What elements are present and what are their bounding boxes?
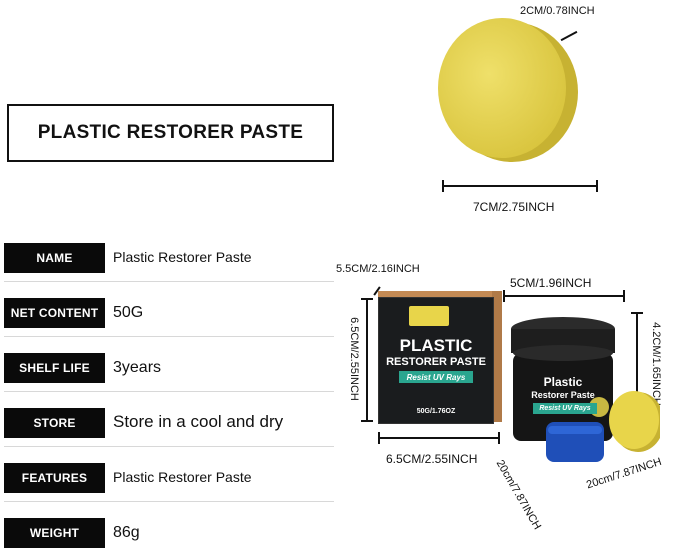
sponge-diameter-label: 7CM/2.75INCH — [473, 200, 555, 214]
spec-label-shelf-life: SHELF LIFE — [4, 353, 105, 383]
jar-width-bar — [503, 290, 625, 302]
sponge-diameter-bar — [442, 180, 598, 192]
towel-and-sponge — [546, 391, 660, 462]
box-brand-line2: RESTORER PASTE — [386, 356, 486, 368]
sponge-face — [438, 18, 566, 158]
box-width-label: 6.5CM/2.55INCH — [386, 452, 478, 466]
sponge-thickness-label: 2CM/0.78INCH — [520, 5, 595, 17]
towel-fold — [548, 426, 602, 434]
spec-divider — [4, 281, 334, 282]
product-title: PLASTIC RESTORER PASTE — [7, 104, 334, 162]
box-top — [378, 291, 492, 301]
spec-value-shelf-life: 3years — [113, 359, 162, 376]
spec-value-store: Store in a cool and dry — [113, 412, 284, 431]
jar-width-label: 5CM/1.96INCH — [510, 276, 592, 290]
spec-label-name: NAME — [4, 243, 105, 273]
spec-value-weight: 86g — [113, 524, 140, 541]
spec-label-weight: WEIGHT — [4, 518, 105, 548]
jar-body — [513, 353, 613, 441]
box-side — [492, 291, 502, 422]
accessory-sponge-face — [609, 391, 659, 449]
jar-brand-line2: Restorer Paste — [531, 390, 595, 400]
box-width-bar — [378, 432, 500, 444]
spec-value-features: Plastic Restorer Paste — [113, 469, 252, 485]
spec-value-net-content: 50G — [113, 304, 144, 321]
product-box: PLASTIC RESTORER PASTE Resist UV Rays 50… — [378, 297, 494, 424]
sponge-illustration — [438, 18, 578, 162]
box-sponge-window — [409, 306, 449, 326]
spec-divider — [4, 501, 334, 502]
jar-lid-rim — [513, 345, 613, 361]
spec-divider — [4, 446, 334, 447]
product-title-text: PLASTIC RESTORER PASTE — [37, 122, 304, 143]
spec-divider — [4, 391, 334, 392]
box-brand-line1: PLASTIC — [399, 336, 473, 355]
jar-brand-line1: Plastic — [543, 375, 583, 389]
spec-value-name: Plastic Restorer Paste — [113, 249, 252, 265]
spec-label-net-content: NET CONTENT — [4, 298, 105, 328]
spec-divider — [4, 336, 334, 337]
box-net-weight: 50G/1.76OZ — [416, 408, 456, 415]
box-height-label: 6.5CM/2.55INCH — [348, 317, 360, 401]
jar-resist-badge: Resist UV Rays — [533, 403, 597, 414]
spec-label-store: STORE — [4, 408, 105, 438]
box-depth-label: 5.5CM/2.16INCH — [336, 263, 420, 275]
spec-label-features: FEATURES — [4, 463, 105, 493]
box-height-bar — [361, 298, 373, 422]
box-resist-badge: Resist UV Rays — [399, 371, 473, 383]
